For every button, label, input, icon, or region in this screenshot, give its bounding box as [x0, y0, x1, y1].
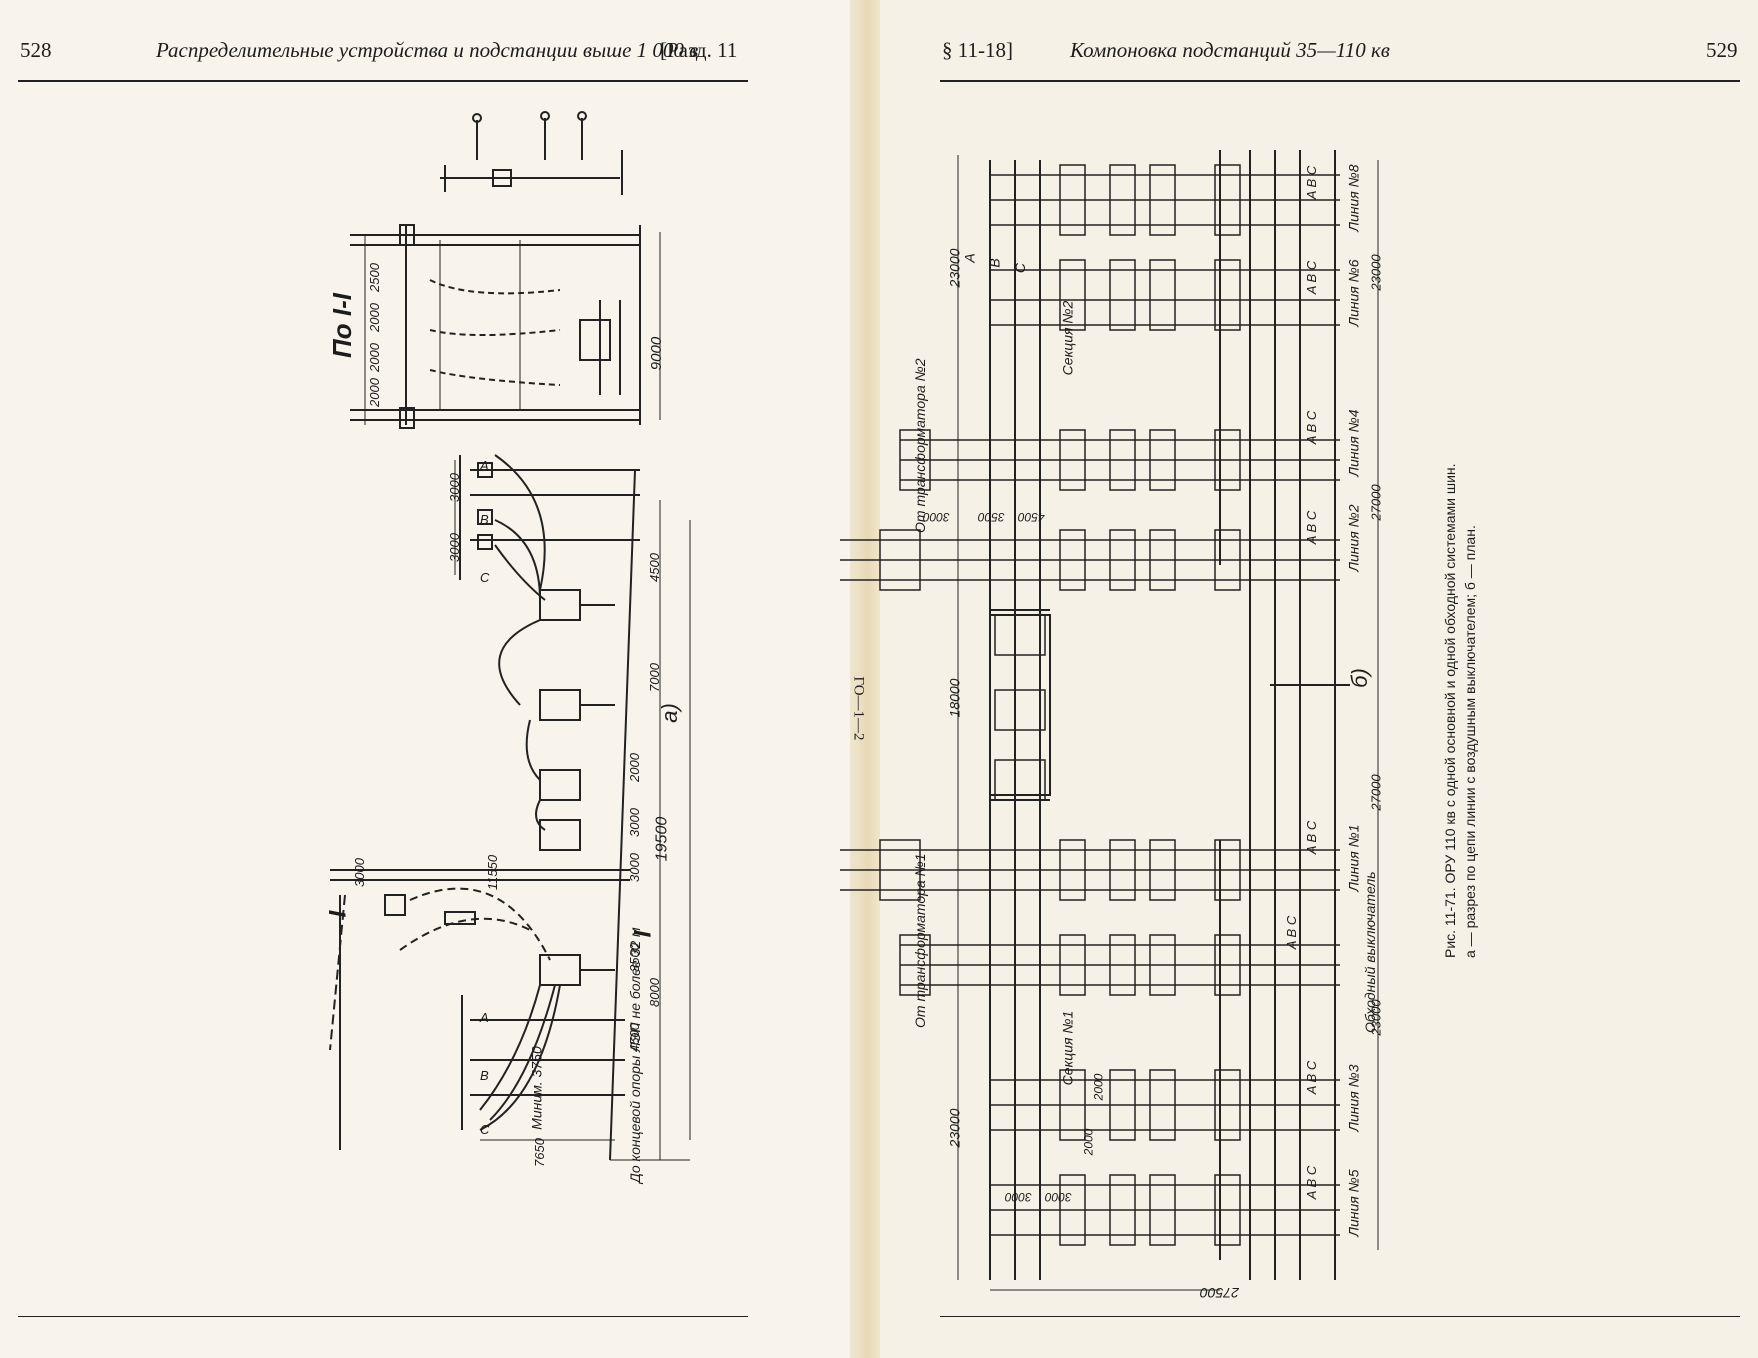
line-8-label: Линия №8: [1345, 164, 1362, 232]
dim-a-1: 2500: [366, 263, 382, 292]
span-dim-3: 2000: [626, 753, 642, 782]
dim-b-27500: 27500: [1200, 1285, 1239, 1301]
span-dim-6: 3500: [626, 943, 642, 972]
phase-a-top: A: [480, 458, 489, 473]
line-1-phases: A B C: [1304, 820, 1320, 855]
span-dim-1: 4500: [646, 553, 662, 582]
left-section-ref: [Разд. 11: [660, 38, 738, 62]
section-marker-left: I: [324, 910, 352, 918]
bypass-phases: A B C: [1284, 915, 1300, 950]
line-6-label: Линия №6: [1345, 259, 1362, 327]
right-dim-2: 27000: [1368, 484, 1384, 521]
right-header-rule: [940, 80, 1740, 82]
right-page: § 11-18] Компоновка подстанций 35—110 кв…: [840, 0, 1758, 1358]
part-b-label: б): [1346, 668, 1372, 688]
small-dim-3000: 3000: [923, 510, 950, 524]
small-dim-3000-b2: 3000: [1045, 1190, 1072, 1204]
right-footer-rule: [940, 1316, 1740, 1317]
small-dim-2000-b: 2000: [1081, 1128, 1096, 1156]
right-dim-4: 23000: [1368, 999, 1384, 1036]
small-dim-3500: 3500: [978, 510, 1005, 524]
right-running-title: Компоновка подстанций 35—110 кв: [1070, 38, 1390, 62]
left-running-title: Распределительные устройства и подстанци…: [156, 38, 699, 62]
line-2-label: Линия №2: [1345, 504, 1362, 572]
line-3-phases: A B C: [1304, 1060, 1320, 1095]
phase-a-bottom: A: [480, 1010, 489, 1025]
part-a-label: а): [656, 703, 682, 723]
small-dim-2000-a: 2000: [1091, 1073, 1106, 1101]
span-dim-2: 7000: [646, 663, 662, 692]
inner-dim-7650: 7650: [531, 1138, 547, 1167]
right-section-ref: § 11-18]: [942, 38, 1013, 62]
gutter-mark: ГО—1—2: [850, 676, 867, 741]
drawing-a-section: [329, 111, 691, 1161]
left-page-number: 528: [20, 38, 52, 62]
right-dim-1: 23000: [1368, 254, 1384, 291]
drawing-b-plan: [840, 150, 1379, 1291]
bus-c-label: C: [1012, 262, 1029, 274]
caption-line-1: Рис. 11-71. ОРУ 110 кв с одной основной …: [1442, 463, 1458, 958]
min-note: Миним. 3750: [528, 1046, 545, 1130]
inner-dim-11550: 11550: [485, 854, 501, 891]
caption-line-2: а — разрез по цепи линии с воздушным вык…: [1462, 525, 1478, 958]
span-dim-5: 3000: [626, 853, 642, 882]
phase-c-bottom: C: [480, 1122, 490, 1137]
left-page: 528 Распределительные устройства и подст…: [0, 0, 860, 1358]
left-header-rule: [18, 80, 748, 82]
dim-top-2: 3000: [446, 533, 462, 562]
span-dim-8: 4500: [626, 1023, 642, 1052]
dim-b-23000-bottom: 23000: [946, 1108, 963, 1148]
line-5-label: Линия №5: [1345, 1169, 1362, 1237]
total-dim-a: 19500: [653, 816, 671, 862]
section-2-label: Секция №2: [1059, 300, 1076, 376]
line-3-label: Линия №3: [1345, 1064, 1362, 1132]
phase-b-bottom: B: [480, 1068, 489, 1083]
section-1-label: Секция №1: [1059, 1010, 1076, 1086]
right-page-number: 529: [1706, 38, 1738, 62]
section-marker-right: I: [629, 930, 657, 938]
small-dim-4500: 4500: [1018, 510, 1045, 524]
span-dim-7: 8000: [646, 978, 662, 1007]
dim-a-4: 2000: [366, 378, 382, 407]
line-1-label: Линия №1: [1345, 824, 1362, 892]
dim-top-1: 3000: [446, 473, 462, 502]
line-5-phases: A B C: [1304, 1165, 1320, 1200]
dim-b-18000: 18000: [946, 678, 963, 718]
line-6-phases: A B C: [1304, 260, 1320, 295]
tower-note: До концевой опоры ЛЭП не более 32 м: [627, 927, 643, 1183]
dim-b-23000-top: 23000: [946, 248, 963, 288]
phase-c-top: C: [480, 570, 490, 585]
phase-b-top: B: [480, 512, 489, 527]
line-4-label: Линия №4: [1345, 409, 1362, 477]
line-2-phases: A B C: [1304, 510, 1320, 545]
line-4-phases: A B C: [1304, 410, 1320, 445]
dim-a-height: 9000: [648, 336, 666, 371]
right-dim-3: 27000: [1368, 774, 1384, 811]
line-8-phases: A B C: [1304, 165, 1320, 200]
section-title: По I-I: [326, 293, 357, 358]
bus-a-label: A: [961, 253, 978, 263]
inner-dim-3000: 3000: [351, 858, 367, 887]
left-footer-rule: [18, 1316, 748, 1317]
dim-a-3: 2000: [366, 343, 382, 372]
transformer-2-label: От трансформатора №2: [912, 358, 928, 533]
small-dim-3000-b1: 3000: [1005, 1190, 1032, 1204]
transformer-1-label: От трансформатора №1: [912, 853, 928, 1028]
bus-b-label: B: [986, 258, 1003, 268]
dim-a-2: 2000: [366, 303, 382, 332]
span-dim-4: 3000: [626, 808, 642, 837]
